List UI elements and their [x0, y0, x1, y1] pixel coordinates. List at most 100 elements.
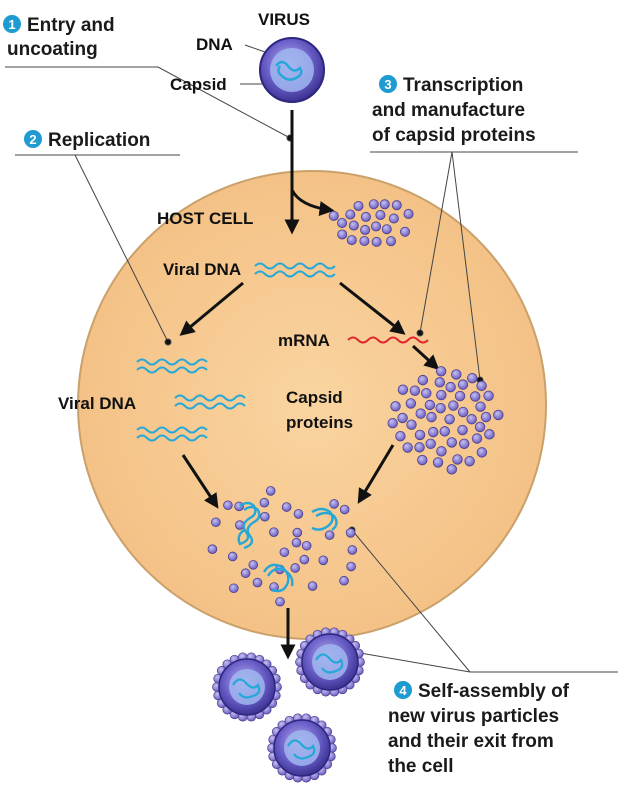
dna-label: DNA	[196, 35, 233, 54]
capsid-protein-dot	[435, 402, 446, 414]
capsid-protein-dot	[375, 210, 386, 221]
capsid-protein-dot	[397, 384, 409, 395]
capsid-protein-dot	[459, 438, 470, 449]
capsid-protein-dot	[480, 411, 492, 423]
viral-dna-label-left: Viral DNA	[58, 394, 136, 413]
capsid-protein-dot	[360, 211, 371, 222]
capsid-protein-dot	[223, 500, 233, 511]
step-4-line-1: Self-assembly of	[418, 681, 570, 702]
replicated-viral-dna	[136, 358, 246, 442]
step-3-line-2: and manufacture	[372, 100, 525, 121]
capsid-protein-dot	[324, 530, 335, 540]
capsid-protein-dot	[360, 224, 371, 235]
capsid-protein-dot	[337, 229, 348, 240]
capsid-protein-dot	[345, 209, 356, 220]
capsid-protein-dot	[381, 224, 392, 235]
step-2-badge: 2	[24, 130, 42, 148]
step-4-line-2: new virus particles	[388, 706, 559, 727]
capsid-protein-cluster	[387, 366, 504, 475]
step-2-line-1: Replication	[48, 130, 150, 151]
released-virus	[295, 627, 365, 697]
capsid-protein-dot	[457, 406, 469, 418]
capsid-protein-dot	[466, 414, 477, 425]
capsid-protein-dot	[259, 497, 270, 508]
capsid-protein-dot	[457, 379, 469, 390]
capsid-protein-dot	[386, 236, 397, 247]
capsid-label: Capsid	[170, 75, 227, 94]
capsid-protein-dot	[348, 220, 359, 231]
capsid-protein-dot	[445, 381, 456, 393]
step-1-line-1: Entry and	[27, 15, 115, 36]
capsid-protein-dot	[359, 235, 370, 246]
capsid-protein-dot	[425, 438, 436, 449]
capsid-protein-dot	[417, 454, 428, 466]
capsid-proteins-label-line-1: Capsid	[286, 388, 343, 407]
capsid-protein-dot	[371, 221, 382, 232]
capsid-protein-dot	[483, 390, 494, 401]
capsid-protein-dot	[426, 411, 437, 423]
capsid-protein-dot	[248, 560, 259, 570]
capsid-protein-dot	[307, 581, 318, 591]
capsid-protein-dot	[388, 213, 399, 224]
host-cell-label: HOST CELL	[157, 209, 253, 228]
capsid-protein-dot	[395, 430, 406, 442]
capsid-protein-dot	[451, 369, 462, 380]
capsid-protein-dot	[435, 366, 447, 377]
capsid-protein-cluster-entry	[328, 199, 414, 247]
capsid-protein-dot	[436, 389, 447, 401]
capsid-protein-dot	[452, 454, 463, 465]
capsid-protein-dot	[211, 517, 221, 528]
step-4-line-3: and their exit from	[388, 731, 554, 752]
capsid-protein-dot	[337, 217, 348, 228]
capsid-protein-dot	[291, 537, 302, 548]
capsid-protein-dot	[292, 527, 303, 538]
capsid-protein-dot	[415, 408, 426, 419]
capsid-protein-dot	[446, 437, 458, 448]
capsid-protein-dot	[434, 377, 445, 388]
capsid-protein-dot	[269, 527, 279, 537]
capsid-protein-dot	[474, 421, 486, 433]
capsid-protein-dot	[454, 390, 466, 402]
incoming-virus	[259, 37, 325, 103]
capsid-protein-dot	[424, 399, 436, 411]
capsid-protein-dot	[346, 235, 357, 246]
capsid-protein-dot	[390, 401, 401, 412]
assembly-proteins	[207, 486, 358, 607]
capsid-protein-dot	[339, 504, 350, 515]
capsid-protein-dot	[346, 561, 356, 572]
step-2-number: 2	[29, 132, 36, 147]
viral-dna-strand-top	[254, 262, 336, 278]
capsid-protein-dot	[265, 486, 276, 496]
step-3-line-3: of capsid proteins	[372, 125, 536, 146]
capsid-protein-dot	[457, 424, 468, 436]
capsid-protein-dot	[368, 199, 379, 210]
capsid-protein-dot	[439, 426, 450, 437]
capsid-proteins-label-line-2: proteins	[286, 413, 353, 432]
capsid-protein-dot	[227, 551, 238, 562]
capsid-protein-dot	[471, 433, 483, 444]
capsid-protein-dot	[444, 414, 455, 425]
capsid-protein-dot	[484, 429, 495, 440]
capsid-protein-dot	[391, 200, 402, 211]
capsid-protein-dot	[464, 456, 475, 467]
capsid-protein-dot	[347, 545, 358, 555]
capsid-protein-dot	[252, 577, 263, 588]
capsid-protein-dot	[318, 555, 329, 566]
capsid-protein-dot	[476, 447, 488, 458]
step-4-line-4: the cell	[388, 756, 453, 777]
step-3-number: 3	[384, 77, 391, 92]
capsid-protein-dot	[293, 509, 304, 519]
capsid-protein-dot	[428, 426, 439, 438]
released-virus	[267, 713, 337, 783]
capsid-protein-dot	[448, 400, 459, 411]
assembly-zone	[207, 486, 358, 607]
step-4-number: 4	[399, 683, 407, 698]
capsid-protein-dot	[405, 398, 417, 409]
capsid-protein-dot	[417, 374, 429, 386]
capsid-protein-dot	[421, 388, 432, 399]
capsid-protein-dot	[406, 419, 417, 430]
viral-dna-label-top: Viral DNA	[163, 260, 241, 279]
capsid-protein-dot	[446, 464, 457, 475]
step-3-badge: 3	[379, 75, 397, 93]
released-virus-particles	[212, 627, 365, 783]
